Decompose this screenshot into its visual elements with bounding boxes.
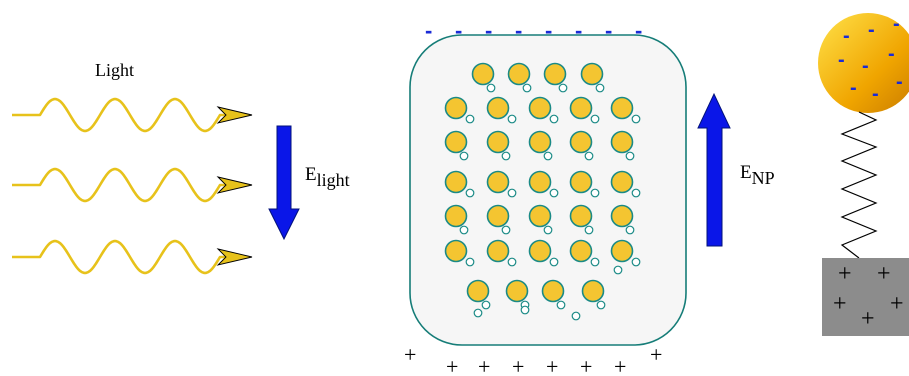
light-wave-icon (12, 97, 253, 133)
ion-icon (541, 279, 566, 310)
ion-icon (466, 279, 491, 310)
positive-charge-icon: + (650, 342, 662, 367)
positive-charge-icon: + (861, 306, 875, 332)
ion-icon (486, 239, 517, 267)
ion-icon (543, 62, 568, 93)
ion-icon (486, 204, 511, 235)
ion-icon (528, 170, 559, 198)
cell-panel: -------- ++++++++ ENP (404, 18, 775, 376)
light-label: Light (95, 60, 134, 80)
negative-charge-icon: - (893, 13, 900, 35)
substrate-positive-charges: +++++ (833, 261, 904, 332)
positive-charge-icon: + (546, 354, 558, 376)
electron-icon (473, 308, 483, 318)
negative-charge-icon: - (515, 18, 522, 43)
e-light-arrow-icon (268, 125, 300, 241)
ion-icon (610, 96, 641, 124)
positive-charge-icon: + (614, 354, 626, 376)
negative-charge-icon: - (888, 43, 895, 65)
nanoparticle-icon (818, 13, 909, 113)
light-waves (12, 97, 253, 275)
bottom-positive-charges: + + + + + + + + (404, 342, 662, 376)
negative-charge-icon: - (862, 55, 869, 77)
substrate-block (822, 258, 909, 336)
ion-icon (569, 239, 600, 267)
ion-icon (486, 96, 517, 124)
positive-charge-icon: + (877, 261, 891, 287)
ion-icon (444, 130, 469, 161)
ion-icon (528, 130, 553, 161)
electron-icon (520, 305, 530, 315)
e-np-label: ENP (740, 162, 775, 188)
positive-charge-icon: + (512, 354, 524, 376)
negative-charge-icon: - (455, 18, 462, 43)
positive-charge-icon: + (833, 291, 847, 317)
negative-charge-icon: - (838, 49, 845, 71)
ion-icon (471, 62, 496, 93)
ion-icon (610, 204, 635, 235)
top-negative-charges: -------- (425, 18, 642, 43)
ion-icon (486, 130, 511, 161)
ion-icon (444, 96, 475, 124)
ion-icon (569, 204, 594, 235)
negative-charge-icon: - (485, 18, 492, 43)
negative-charge-icon: - (843, 25, 850, 47)
ion-icon (569, 170, 600, 198)
positive-charge-icon: + (404, 342, 416, 367)
negative-charge-icon: - (575, 18, 582, 43)
ion-icon (581, 279, 606, 310)
light-panel: Light Elight (12, 60, 350, 275)
light-wave-icon (12, 239, 253, 275)
ion-array (444, 62, 641, 321)
electron-icon (571, 311, 581, 321)
negative-charge-icon: - (425, 18, 432, 43)
positive-charge-icon: + (446, 354, 458, 376)
e-np-arrow-icon (697, 92, 731, 247)
ion-icon (507, 62, 532, 93)
positive-charge-icon: + (478, 354, 490, 376)
negative-charge-icon: - (605, 18, 612, 43)
positive-charge-icon: + (580, 354, 592, 376)
negative-charge-icon: - (635, 18, 642, 43)
oscillator-panel: --------- +++++ (818, 13, 909, 336)
ion-icon (444, 170, 475, 198)
negative-charge-icon: - (872, 83, 879, 105)
light-wave-icon (12, 167, 253, 203)
ion-icon (528, 239, 559, 267)
positive-charge-icon: + (890, 291, 904, 317)
ion-icon (528, 96, 559, 124)
negative-charge-icon: - (545, 18, 552, 43)
negative-charge-icon: - (896, 71, 903, 93)
ion-icon (610, 130, 635, 161)
ion-icon (569, 96, 600, 124)
spring-icon (840, 111, 878, 259)
ion-icon (444, 239, 475, 267)
e-light-label: Elight (305, 164, 350, 190)
electron-icon (613, 265, 623, 275)
positive-charge-icon: + (838, 261, 852, 287)
ion-icon (528, 204, 553, 235)
ion-icon (580, 62, 605, 93)
ion-icon (569, 130, 594, 161)
nanoparticle-negative-charges: --------- (838, 13, 903, 105)
ion-icon (486, 170, 517, 198)
negative-charge-icon: - (850, 77, 857, 99)
negative-charge-icon: - (868, 19, 875, 41)
ion-icon (444, 204, 469, 235)
ion-icon (610, 239, 641, 267)
ion-icon (610, 170, 641, 198)
